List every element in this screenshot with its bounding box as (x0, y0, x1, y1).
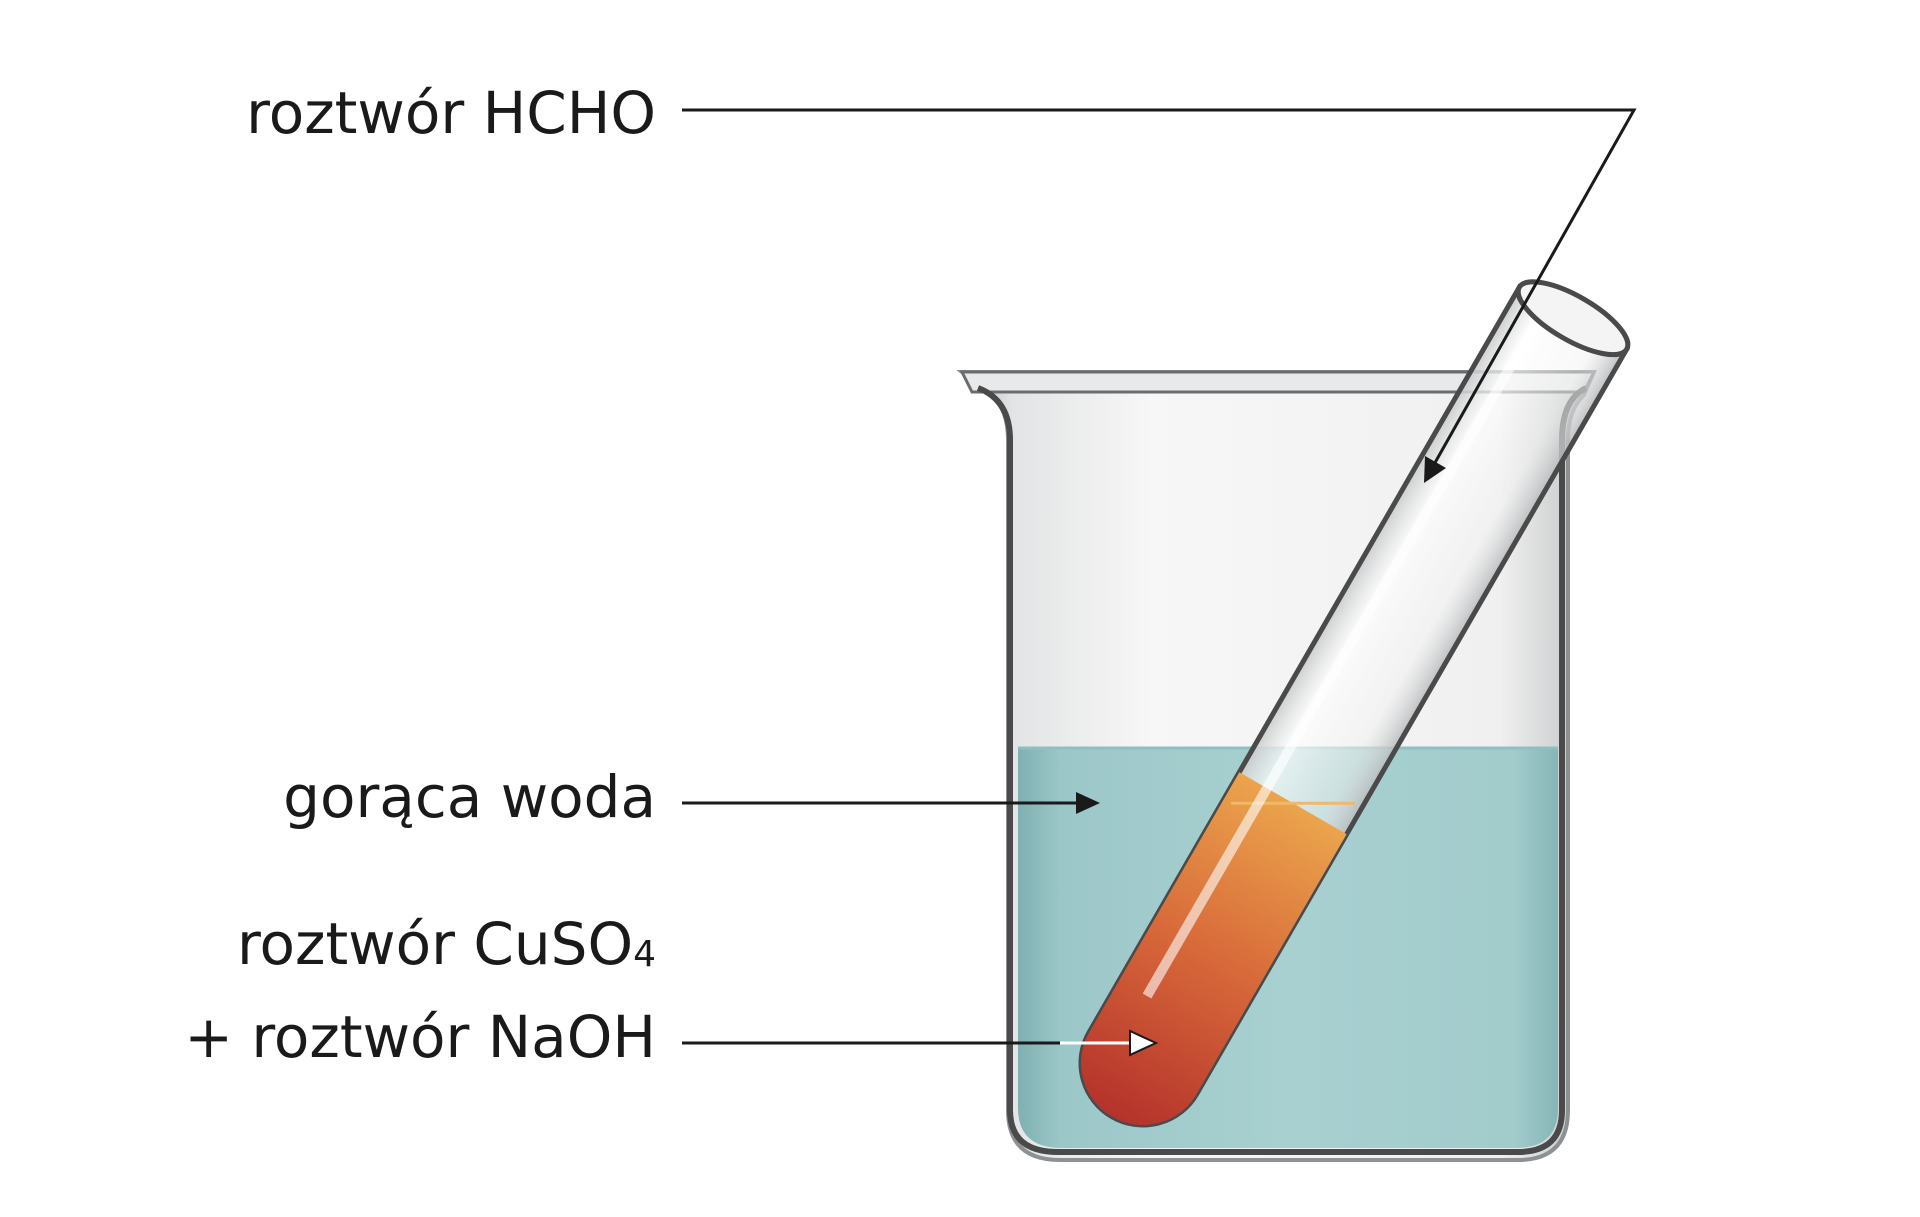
label-cuso4-subscript: 4 (633, 933, 656, 975)
label-hot-water: gorąca woda (283, 763, 656, 831)
label-cuso4: roztwór CuSO4 (237, 915, 656, 973)
leader-mixture (682, 1029, 1159, 1057)
arrowhead-water (1076, 792, 1100, 814)
test-tube-highlight (1142, 318, 1542, 999)
leader-hcho (682, 108, 1637, 483)
label-cuso4-text: roztwór CuSO (236, 910, 634, 978)
arrowhead-mixture (1129, 1029, 1159, 1057)
arrowhead-hcho (1424, 456, 1446, 483)
label-naoh: + roztwór NaOH (184, 1003, 656, 1071)
leader-water (682, 792, 1100, 814)
test-tube (1058, 279, 1631, 1148)
reaction-mixture (1058, 768, 1354, 1148)
label-hcho: roztwór HCHO (246, 79, 656, 147)
test-tube-mouth (1515, 279, 1631, 358)
